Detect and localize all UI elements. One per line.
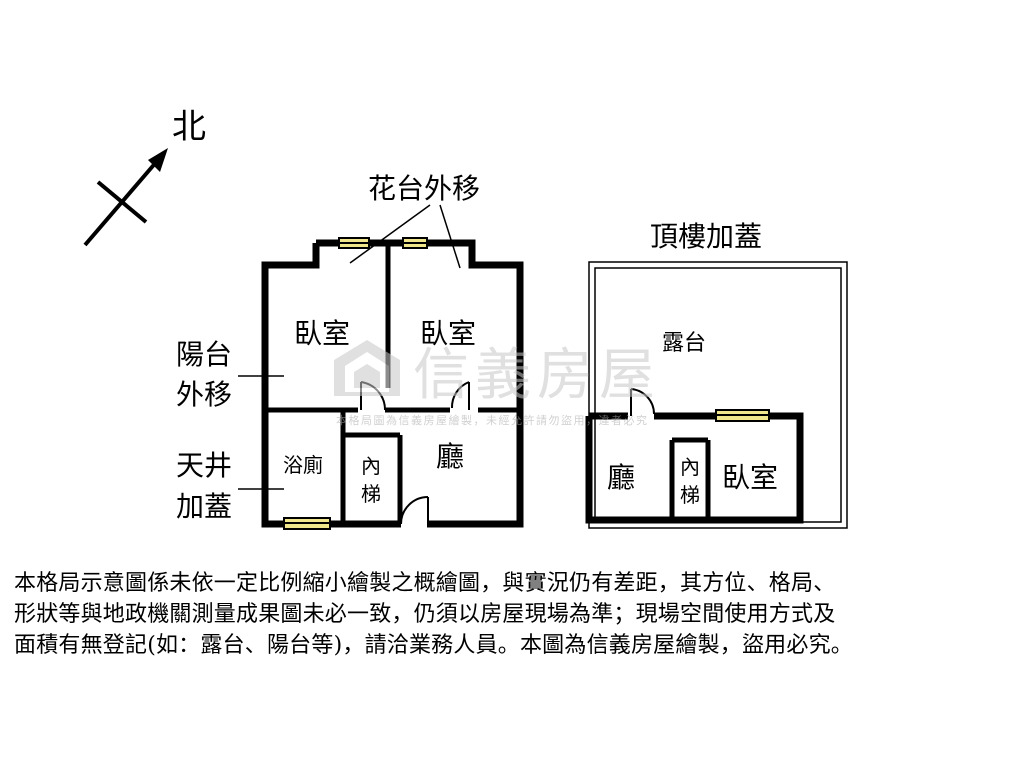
north-label: 北 [172,107,206,147]
room-label-rooftop-living: 廳 [607,461,635,494]
room-label-terrace: 露台 [662,331,706,356]
callout-balcony-line1: 陽台 [176,338,232,371]
room-label-stairs-line2: 梯 [361,482,381,506]
main-plan-windows [283,237,428,530]
room-label-bedroom-right: 臥室 [420,317,476,350]
watermark: 信義房屋 本格局圖為信義房屋繪製，未經允許請勿盜用，違者必究 [334,340,661,427]
rooftop-interior-walls [669,437,711,520]
room-label-stairs-line1: 內 [361,454,381,478]
disclaimer-line-3: 面積有無登記(如：露台、陽台等)，請洽業務人員。本圖為信義房屋繪製，盜用必究。 [14,633,853,658]
watermark-brand: 信義房屋 [413,343,661,408]
room-label-rooftop-stairs-line2: 梯 [680,483,700,507]
room-label-bathroom: 浴廁 [283,453,323,477]
rooftop-doors [628,388,656,422]
brand-logo-icon [334,340,400,396]
main-plan-interior-walls [265,243,520,524]
callout-lightwell-line2: 加蓋 [176,490,232,523]
disclaimer: 本格局示意圖係未依一定比例縮小繪製之概繪圖，與實況仍有差距，其方位、格局、 形狀… [14,568,1014,661]
watermark-fine-print: 本格局圖為信義房屋繪製，未經允許請勿盜用，違者必究 [336,413,649,427]
callout-balcony-line2: 外移 [176,378,232,411]
room-label-rooftop-stairs-line1: 內 [680,455,700,479]
rooftop-windows [715,409,770,422]
rooftop-plan: 頂樓加蓋 露台 廳 內 梯 臥室 [585,220,848,529]
rooftop-boundary-outer [588,261,848,529]
compass-cross-bar [96,180,148,224]
callout-leaders [238,204,461,490]
callout-planter-moved-out: 花台外移 [368,172,480,205]
compass-arrowhead-icon [148,148,168,172]
room-label-bedroom-left: 臥室 [294,317,350,350]
compass: 北 [83,107,206,247]
disclaimer-line-1: 本格局示意圖係未依一定比例縮小繪製之概繪圖，與實況仍有差距，其方位、格局、 [14,571,836,596]
disclaimer-line-2: 形狀等與地政機關測量成果圖未必一致，仍須以房屋現場為準；現場空間使用方式及 [14,602,836,627]
callout-lightwell-line1: 天井 [176,449,232,482]
room-label-living: 廳 [436,440,464,473]
rooftop-title: 頂樓加蓋 [650,220,762,253]
floor-plan-diagram: 北 [83,107,848,530]
main-plan-walls [261,239,524,528]
room-label-rooftop-bedroom: 臥室 [722,461,778,494]
